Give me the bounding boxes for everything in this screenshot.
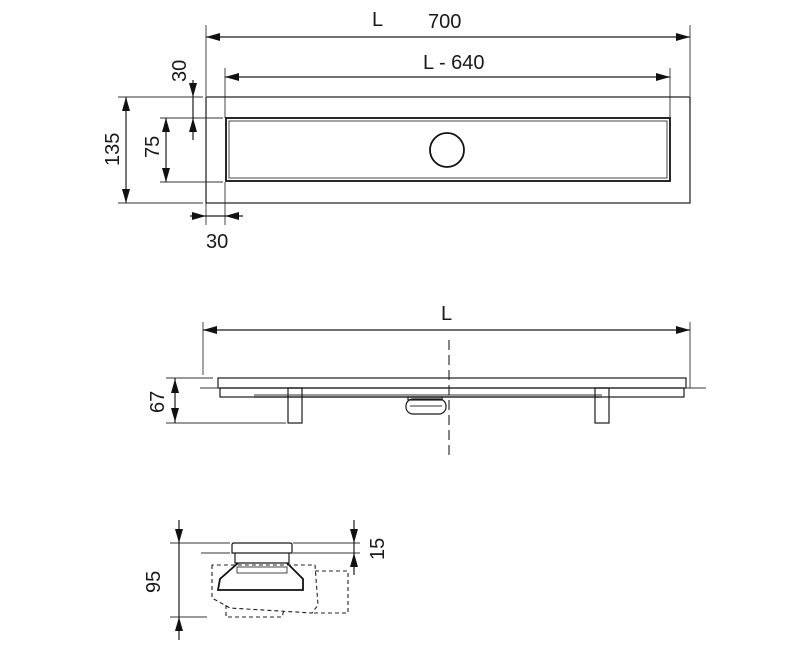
- label-L-side: L: [441, 303, 452, 325]
- grate-plate: [225, 117, 671, 182]
- label-top-height-15: 15: [367, 538, 389, 560]
- drain-outlet-circle: [429, 132, 465, 168]
- label-height-67: 67: [147, 391, 169, 413]
- right-support-leg: [594, 387, 610, 424]
- channel-outer-frame: [205, 96, 691, 204]
- side-top-plate: [217, 377, 687, 389]
- section-housing-dashed: [211, 564, 319, 614]
- label-total-height-95: 95: [143, 571, 165, 593]
- side-drain-trap: [405, 398, 447, 415]
- left-support-leg: [287, 387, 303, 424]
- label-L-top: L: [372, 9, 383, 31]
- section-trap-body: [216, 562, 304, 591]
- side-view: 67 L: [147, 303, 706, 455]
- section-grate: [231, 542, 293, 554]
- label-top-offset-30: 30: [169, 60, 191, 82]
- label-700: 700: [428, 11, 461, 33]
- label-grate-width-75: 75: [142, 136, 164, 158]
- label-width-135: 135: [102, 133, 124, 166]
- top-view: L 700 L - 640 30 135 75 30: [102, 9, 691, 253]
- section-view: 95 15: [143, 520, 389, 640]
- label-side-offset-30: 30: [206, 231, 228, 253]
- label-L-minus-640: L - 640: [423, 52, 485, 74]
